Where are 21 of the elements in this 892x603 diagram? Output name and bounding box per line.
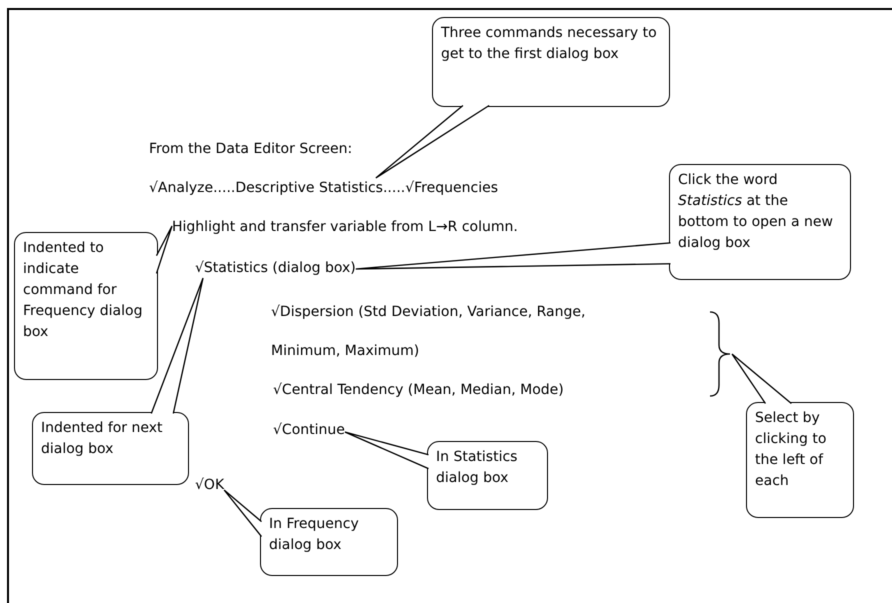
menu-step-text: √Continue <box>273 420 345 440</box>
callout-bubble: In Frequency dialog box <box>260 508 398 576</box>
menu-step-text: √OK <box>195 475 224 495</box>
callout-tail <box>355 242 672 270</box>
callout-bubble: Select by clicking to the left of each <box>746 402 854 518</box>
callout-tail <box>375 104 490 179</box>
menu-step-text: √Analyze.....Descriptive Statistics.....√Frequencies <box>149 178 498 198</box>
callout-tail <box>731 353 792 404</box>
instruction-text: √Central Tendency (Mean, Median, Mode) <box>273 381 565 400</box>
callout-tail <box>150 277 204 414</box>
instruction-text: From the Data Editor Screen: <box>149 140 354 159</box>
menu-step-text: Highlight and transfer variable from L→R column. <box>172 217 518 237</box>
menu-step-text: √Statistics (dialog box) <box>195 258 356 278</box>
callout-bubble: In Statistics dialog box <box>427 441 548 510</box>
callout-tail <box>344 431 430 470</box>
callout-bubble: Click the word Statistics at the bottom to open a new dialog box <box>669 164 851 280</box>
curly-brace <box>708 311 732 397</box>
callout-bubble: Indented for next dialog box <box>32 412 189 485</box>
callout-tail <box>156 225 173 274</box>
instruction-text: √Dispersion (Std Deviation, Variance, Range, Minimum, Maximum) <box>271 303 586 361</box>
callout-tail <box>223 489 262 538</box>
